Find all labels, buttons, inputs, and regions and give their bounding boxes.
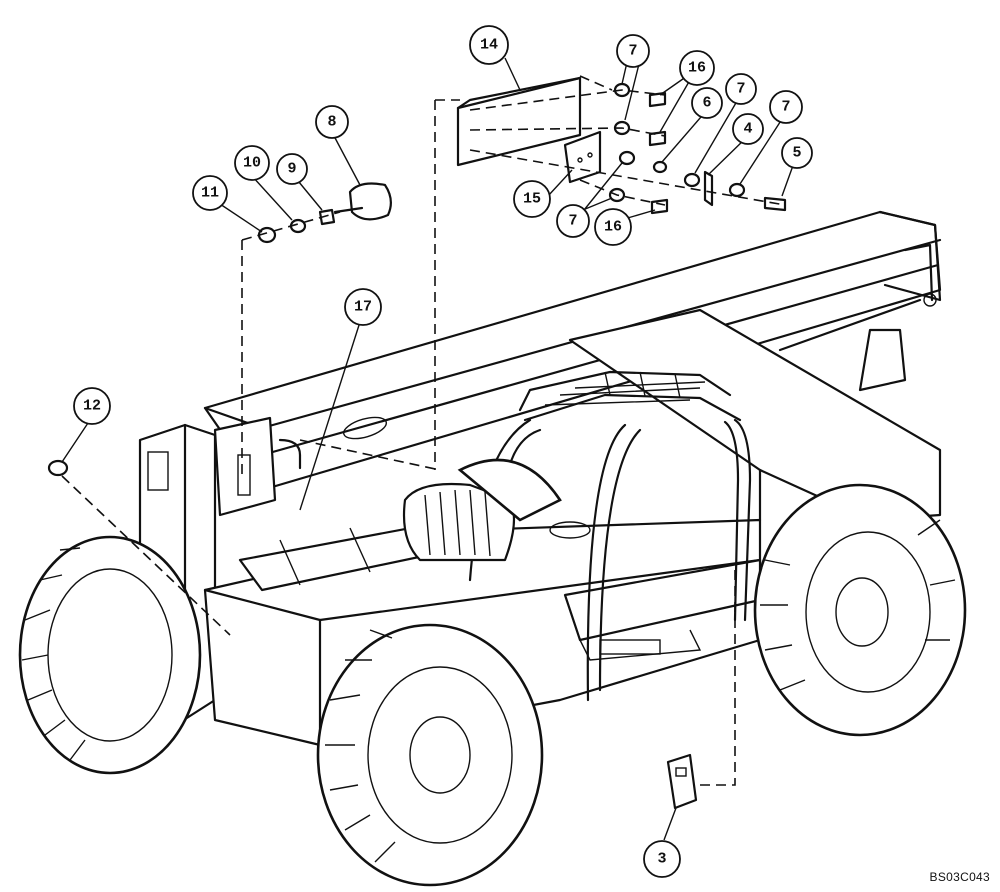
- callout-5: 5: [781, 137, 813, 169]
- callout-7-mid-label: 7: [736, 81, 745, 98]
- callout-7-right-label: 7: [781, 99, 790, 116]
- callout-9: 9: [276, 153, 308, 185]
- fasteners: [47, 82, 787, 810]
- callout-17-label: 17: [354, 299, 372, 316]
- callout-4: 4: [732, 113, 764, 145]
- callout-10-label: 10: [243, 155, 261, 172]
- callout-7-mid: 7: [725, 73, 757, 105]
- callout-8: 8: [315, 105, 349, 139]
- callout-17: 17: [344, 288, 382, 326]
- callout-7-top: 7: [616, 34, 650, 68]
- callout-6-label: 6: [702, 95, 711, 112]
- callout-9-label: 9: [287, 161, 296, 178]
- callout-4-label: 4: [743, 121, 752, 138]
- callout-14-label: 14: [480, 37, 498, 54]
- callout-3-label: 3: [657, 851, 666, 868]
- callout-11-label: 11: [201, 185, 219, 202]
- callout-15: 15: [513, 180, 551, 218]
- front-right-tire: [316, 623, 544, 887]
- callout-8-label: 8: [327, 114, 336, 131]
- callout-7-top-label: 7: [628, 43, 637, 60]
- callout-15-label: 15: [523, 191, 541, 208]
- assembly-lines: [61, 75, 786, 786]
- callout-16-top: 16: [679, 50, 715, 86]
- front-left-tire: [18, 535, 202, 775]
- callout-11: 11: [192, 175, 228, 211]
- callout-7-low-label: 7: [568, 213, 577, 230]
- callout-6: 6: [691, 87, 723, 119]
- callout-12-label: 12: [83, 398, 101, 415]
- callout-5-label: 5: [792, 145, 801, 162]
- operator-cab: [402, 370, 752, 702]
- callout-16-low-label: 16: [604, 219, 622, 236]
- rear-right-tire: [753, 483, 967, 737]
- drawing-code: BS03C043: [929, 870, 990, 884]
- callout-16-low: 16: [594, 208, 632, 246]
- callout-12: 12: [73, 387, 111, 425]
- callout-7-low: 7: [556, 204, 590, 238]
- callout-10: 10: [234, 145, 270, 181]
- callout-7-right: 7: [769, 90, 803, 124]
- callout-16-top-label: 16: [688, 60, 706, 77]
- callout-14: 14: [469, 25, 509, 65]
- callout-3: 3: [643, 840, 681, 878]
- rear-left-tire: [457, 458, 562, 522]
